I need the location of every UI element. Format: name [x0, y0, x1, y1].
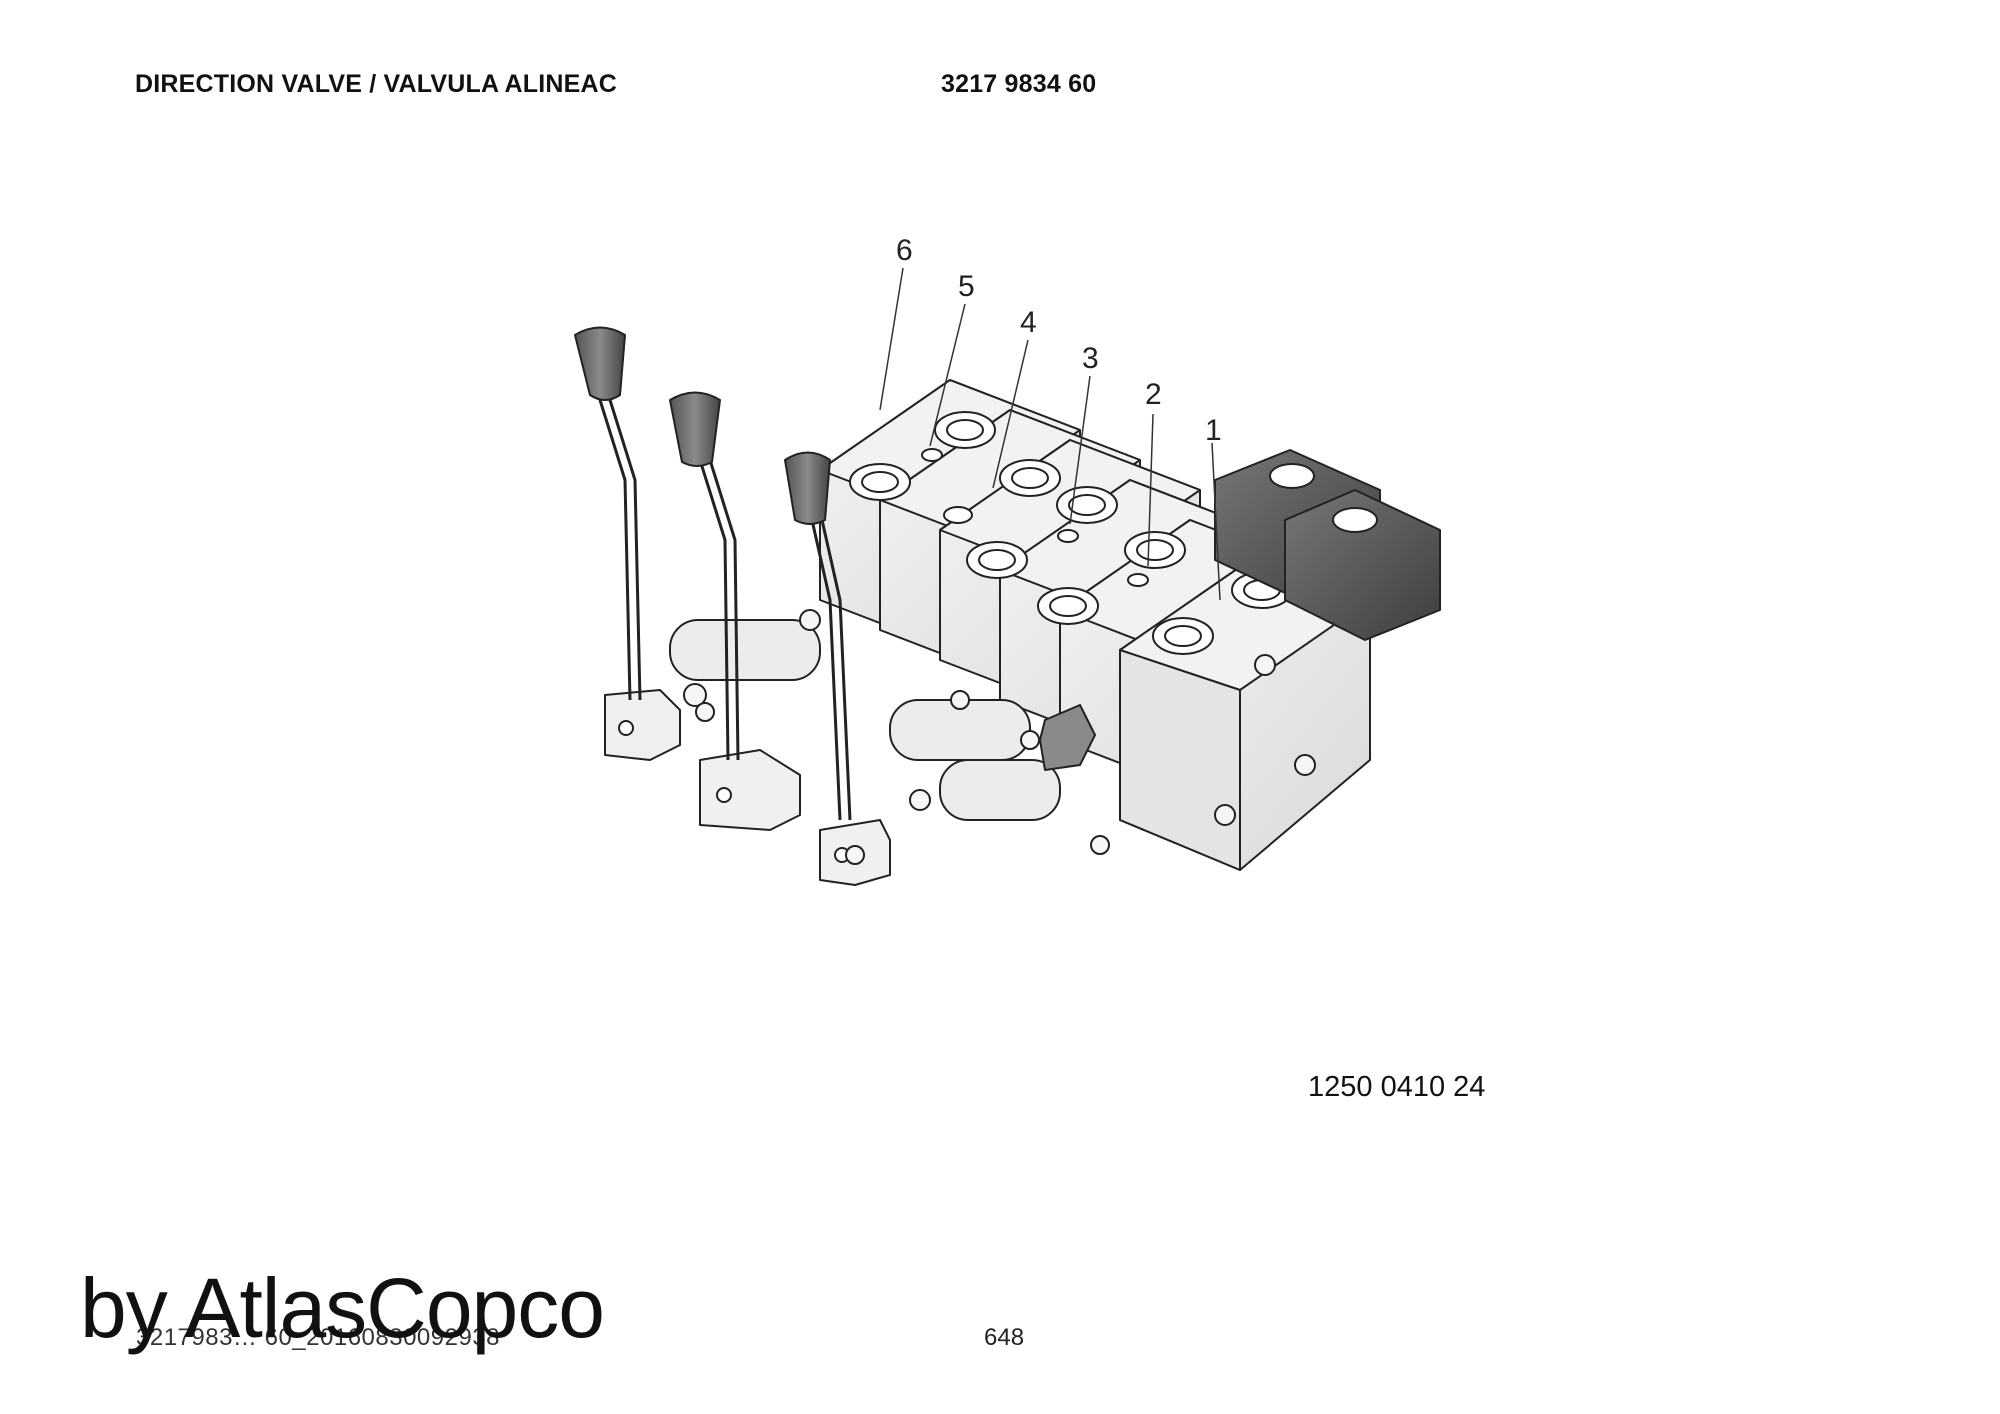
figure-reference-number: 1250 0410 24	[1308, 1071, 1486, 1103]
callout-6: 6	[896, 234, 913, 267]
footer-document-id: 3217983… 60_20160830092938	[136, 1324, 501, 1351]
watermark-text: by AtlasCopco	[80, 1261, 605, 1355]
levers	[598, 399, 852, 821]
footer-page-number: 648	[984, 1324, 1025, 1351]
hex-nuts	[683, 609, 1316, 865]
spool-housings	[669, 619, 1096, 821]
document-title: DIRECTION VALVE / VALVULA ALINEAC	[135, 70, 618, 98]
callout-5: 5	[958, 270, 975, 303]
lever-brackets	[604, 689, 891, 886]
solenoid-coils	[1214, 449, 1441, 641]
callout-leaders	[879, 267, 1221, 601]
callout-2: 2	[1145, 378, 1162, 411]
part-number: 3217 9834 60	[941, 70, 1097, 98]
callout-1: 1	[1205, 414, 1222, 447]
lever-knobs	[574, 326, 831, 525]
ports	[849, 411, 1293, 655]
callout-3: 3	[1082, 342, 1099, 375]
callout-4: 4	[1020, 306, 1037, 339]
